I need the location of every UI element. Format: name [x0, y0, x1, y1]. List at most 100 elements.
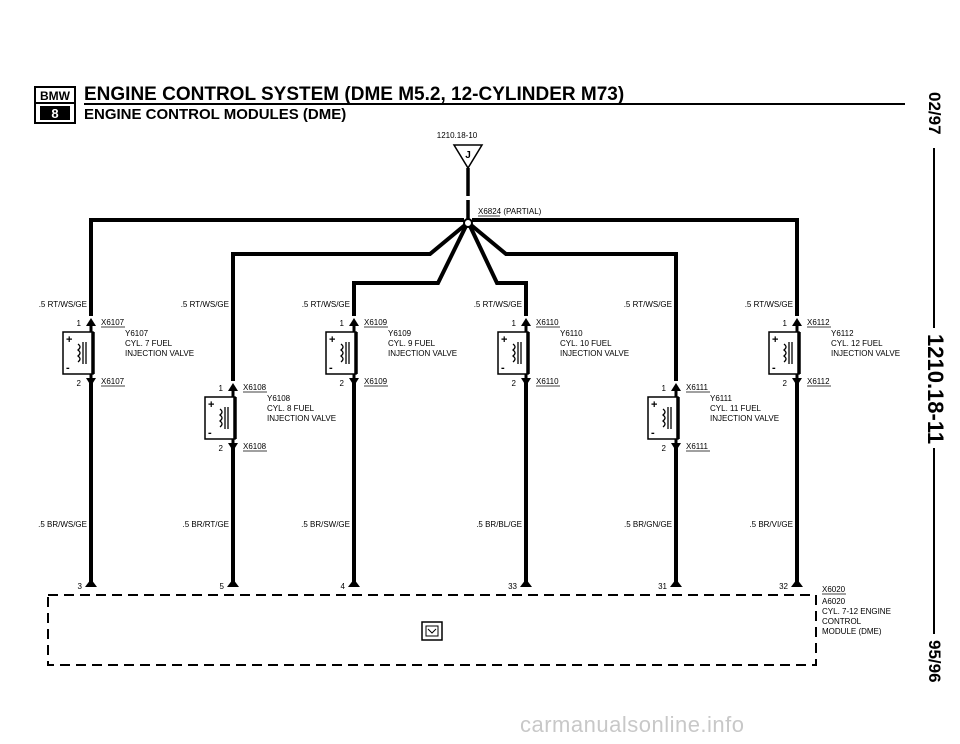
pin-arrow-icon	[349, 378, 359, 386]
injector-id: Y6108	[267, 394, 291, 403]
bus-wire-cyl10	[468, 225, 528, 585]
injector-id: Y6107	[125, 329, 149, 338]
splice-label: X6824 (PARTIAL)	[478, 207, 542, 216]
page-subtitle: ENGINE CONTROL MODULES (DME)	[84, 106, 347, 123]
injector-desc-1: CYL. 9 FUEL	[388, 339, 436, 348]
injector-box	[497, 331, 529, 375]
injector-id: Y6109	[388, 329, 412, 338]
watermark: carmanualsonline.info	[520, 712, 745, 737]
module-connector: X6020	[822, 585, 846, 594]
wire-label-supply-3: .5 RT/WS/GE	[302, 300, 350, 309]
pin-arrow-icon	[228, 443, 238, 451]
pin-arrow-icon	[228, 383, 238, 391]
wire-label-supply-2: .5 RT/WS/GE	[181, 300, 229, 309]
pin-number-top: 1	[512, 319, 517, 328]
minus-icon: -	[66, 362, 70, 374]
connector-letter: J	[465, 150, 471, 161]
injector-id: Y6110	[560, 329, 583, 338]
module-desc-2: CONTROL	[822, 617, 862, 626]
plus-icon: +	[651, 399, 657, 411]
injector-desc-1: CYL. 8 FUEL	[267, 404, 315, 413]
page-title: ENGINE CONTROL SYSTEM (DME M5.2, 12-CYLI…	[84, 84, 625, 105]
module-pin-number: 3	[78, 582, 83, 591]
minus-icon: -	[208, 427, 212, 439]
wire-label-return-1: .5 BR/WS/GE	[38, 520, 87, 529]
plus-icon: +	[208, 399, 214, 411]
pin-number-top: 1	[783, 319, 788, 328]
bus-wire-outer-left	[89, 218, 464, 585]
minus-icon: -	[651, 427, 655, 439]
injector-connector-top: X6109	[364, 318, 388, 327]
pin-arrow-icon	[521, 378, 531, 386]
module-pin-number: 33	[508, 582, 517, 591]
wire-label-return-3: .5 BR/SW/GE	[301, 520, 350, 529]
pin-arrow-icon	[792, 378, 802, 386]
wire-label-supply-5: .5 RT/WS/GE	[624, 300, 672, 309]
pin-number-top: 1	[340, 319, 345, 328]
module-desc-1: CYL. 7-12 ENGINE	[822, 607, 891, 616]
injector-connector-top: X6110	[536, 318, 559, 327]
module-desc-3: MODULE (DME)	[822, 627, 882, 636]
injector-desc-2: INJECTION VALVE	[125, 349, 194, 358]
module-pin-arrow-icon	[791, 579, 803, 587]
pin-arrow-icon	[86, 378, 96, 386]
coil-icon	[511, 343, 516, 363]
injector-connector-top: X6107	[101, 318, 125, 327]
plus-icon: +	[772, 334, 778, 346]
injector-box	[768, 331, 800, 375]
injector-id: Y6111	[710, 394, 732, 403]
coil-icon	[782, 343, 787, 363]
injector-desc-1: CYL. 10 FUEL	[560, 339, 612, 348]
injector-desc-1: CYL. 7 FUEL	[125, 339, 173, 348]
injector-connector-bottom: X6111	[686, 442, 708, 451]
logo-number: 8	[51, 106, 58, 121]
coil-icon	[76, 343, 81, 363]
plus-icon: +	[66, 334, 72, 346]
logo-text: BMW	[40, 89, 71, 103]
pin-arrow-icon	[521, 318, 531, 326]
pin-number-top: 1	[662, 384, 667, 393]
bus-wire-outer-right	[472, 218, 799, 585]
pin-arrow-icon	[792, 318, 802, 326]
pin-number-bottom: 2	[219, 444, 224, 453]
pin-number-bottom: 2	[77, 379, 82, 388]
pin-arrow-icon	[86, 318, 96, 326]
side-date-bottom: 95/96	[925, 640, 944, 683]
pin-arrow-icon	[671, 383, 681, 391]
pin-number-bottom: 2	[340, 379, 345, 388]
wire-label-return-4: .5 BR/BL/GE	[476, 520, 522, 529]
pin-arrow-icon	[349, 318, 359, 326]
module-pin-arrow-icon	[670, 579, 682, 587]
side-rule-top	[933, 148, 935, 328]
coil-icon	[339, 343, 344, 363]
wire-label-supply-6: .5 RT/WS/GE	[745, 300, 793, 309]
injector-connector-bottom: X6108	[243, 442, 267, 451]
injector-desc-2: INJECTION VALVE	[388, 349, 457, 358]
wire-label-supply-4: .5 RT/WS/GE	[474, 300, 522, 309]
injector-connector-bottom: X6110	[536, 377, 559, 386]
pin-number-top: 1	[77, 319, 82, 328]
connector-arrow-icon	[452, 144, 484, 170]
module-pin-arrow-icon	[520, 579, 532, 587]
injector-connector-bottom: X6109	[364, 377, 388, 386]
side-rule-bottom	[933, 448, 935, 634]
injector-connector-top: X6112	[807, 318, 830, 327]
minus-icon: -	[772, 362, 776, 374]
module-pin-number: 5	[220, 582, 225, 591]
minus-icon: -	[329, 362, 333, 374]
injector-desc-2: INJECTION VALVE	[831, 349, 900, 358]
pin-number-bottom: 2	[662, 444, 667, 453]
bmw-logo-icon: BMW 8	[34, 86, 76, 124]
wire-label-supply-1: .5 RT/WS/GE	[39, 300, 87, 309]
side-date-top: 02/97	[925, 92, 944, 135]
module-pin-arrow-icon	[348, 579, 360, 587]
connector-ref: 1210.18-10	[437, 131, 478, 140]
splice-node	[463, 218, 473, 228]
pin-number-bottom: 2	[512, 379, 517, 388]
